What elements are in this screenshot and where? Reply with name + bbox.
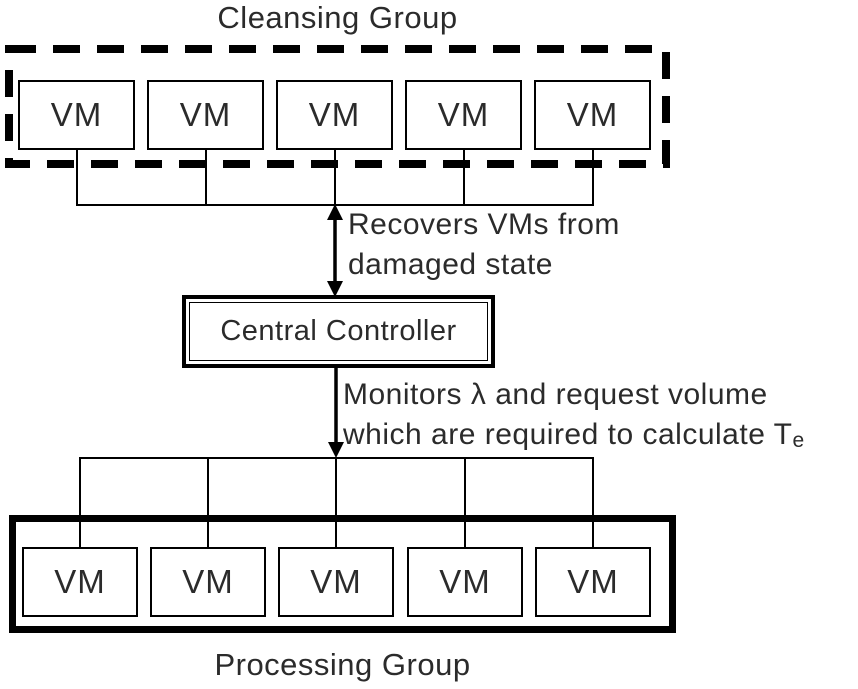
vm-label: VM bbox=[179, 96, 232, 133]
vm-label: VM bbox=[50, 96, 103, 133]
monitor-annotation-line2: which are required to calculate Te bbox=[343, 415, 805, 455]
cleansing-vm-4: VM bbox=[405, 80, 522, 150]
vm-label: VM bbox=[310, 563, 362, 600]
cleansing-group-border bbox=[5, 45, 670, 168]
processing-vm-5: VM bbox=[535, 547, 651, 617]
monitor-annotation-line2-text: which are required to calculate T bbox=[343, 418, 793, 451]
vm-label: VM bbox=[54, 563, 106, 600]
central-controller-label: Central Controller bbox=[189, 302, 488, 361]
recover-arrowhead-up bbox=[327, 204, 343, 220]
recover-annotation: Recovers VMs from damaged state bbox=[348, 205, 620, 285]
cleansing-vm-connectors bbox=[76, 149, 594, 205]
vm-label: VM bbox=[439, 563, 491, 600]
vm-label: VM bbox=[308, 96, 361, 133]
recover-annotation-line2: damaged state bbox=[348, 248, 553, 281]
vm-label: VM bbox=[567, 563, 619, 600]
te-subscript: e bbox=[792, 429, 805, 452]
processing-vm-2: VM bbox=[150, 547, 266, 617]
recover-annotation-line1: Recovers VMs from bbox=[348, 208, 620, 241]
recover-arrowhead-down bbox=[327, 281, 343, 297]
cleansing-group-title: Cleansing Group bbox=[217, 0, 458, 35]
monitor-annotation: Monitors λ and request volume which are … bbox=[343, 375, 805, 455]
central-controller-box: Central Controller bbox=[182, 295, 495, 368]
processing-vm-connectors bbox=[79, 458, 594, 549]
processing-vm-4: VM bbox=[407, 547, 523, 617]
cleansing-vm-2: VM bbox=[147, 80, 264, 150]
processing-vm-1: VM bbox=[22, 547, 138, 617]
processing-group-border bbox=[9, 515, 676, 633]
cleansing-vm-1: VM bbox=[18, 80, 135, 150]
cleansing-vm-3: VM bbox=[276, 80, 393, 150]
monitor-arrowhead-down bbox=[328, 442, 344, 458]
vm-label: VM bbox=[182, 563, 234, 600]
monitor-annotation-line1: Monitors λ and request volume bbox=[343, 378, 768, 411]
processing-group-title: Processing Group bbox=[214, 647, 471, 682]
vm-label: VM bbox=[437, 96, 490, 133]
processing-vm-3: VM bbox=[278, 547, 394, 617]
vm-label: VM bbox=[566, 96, 619, 133]
cleansing-vm-5: VM bbox=[534, 80, 651, 150]
